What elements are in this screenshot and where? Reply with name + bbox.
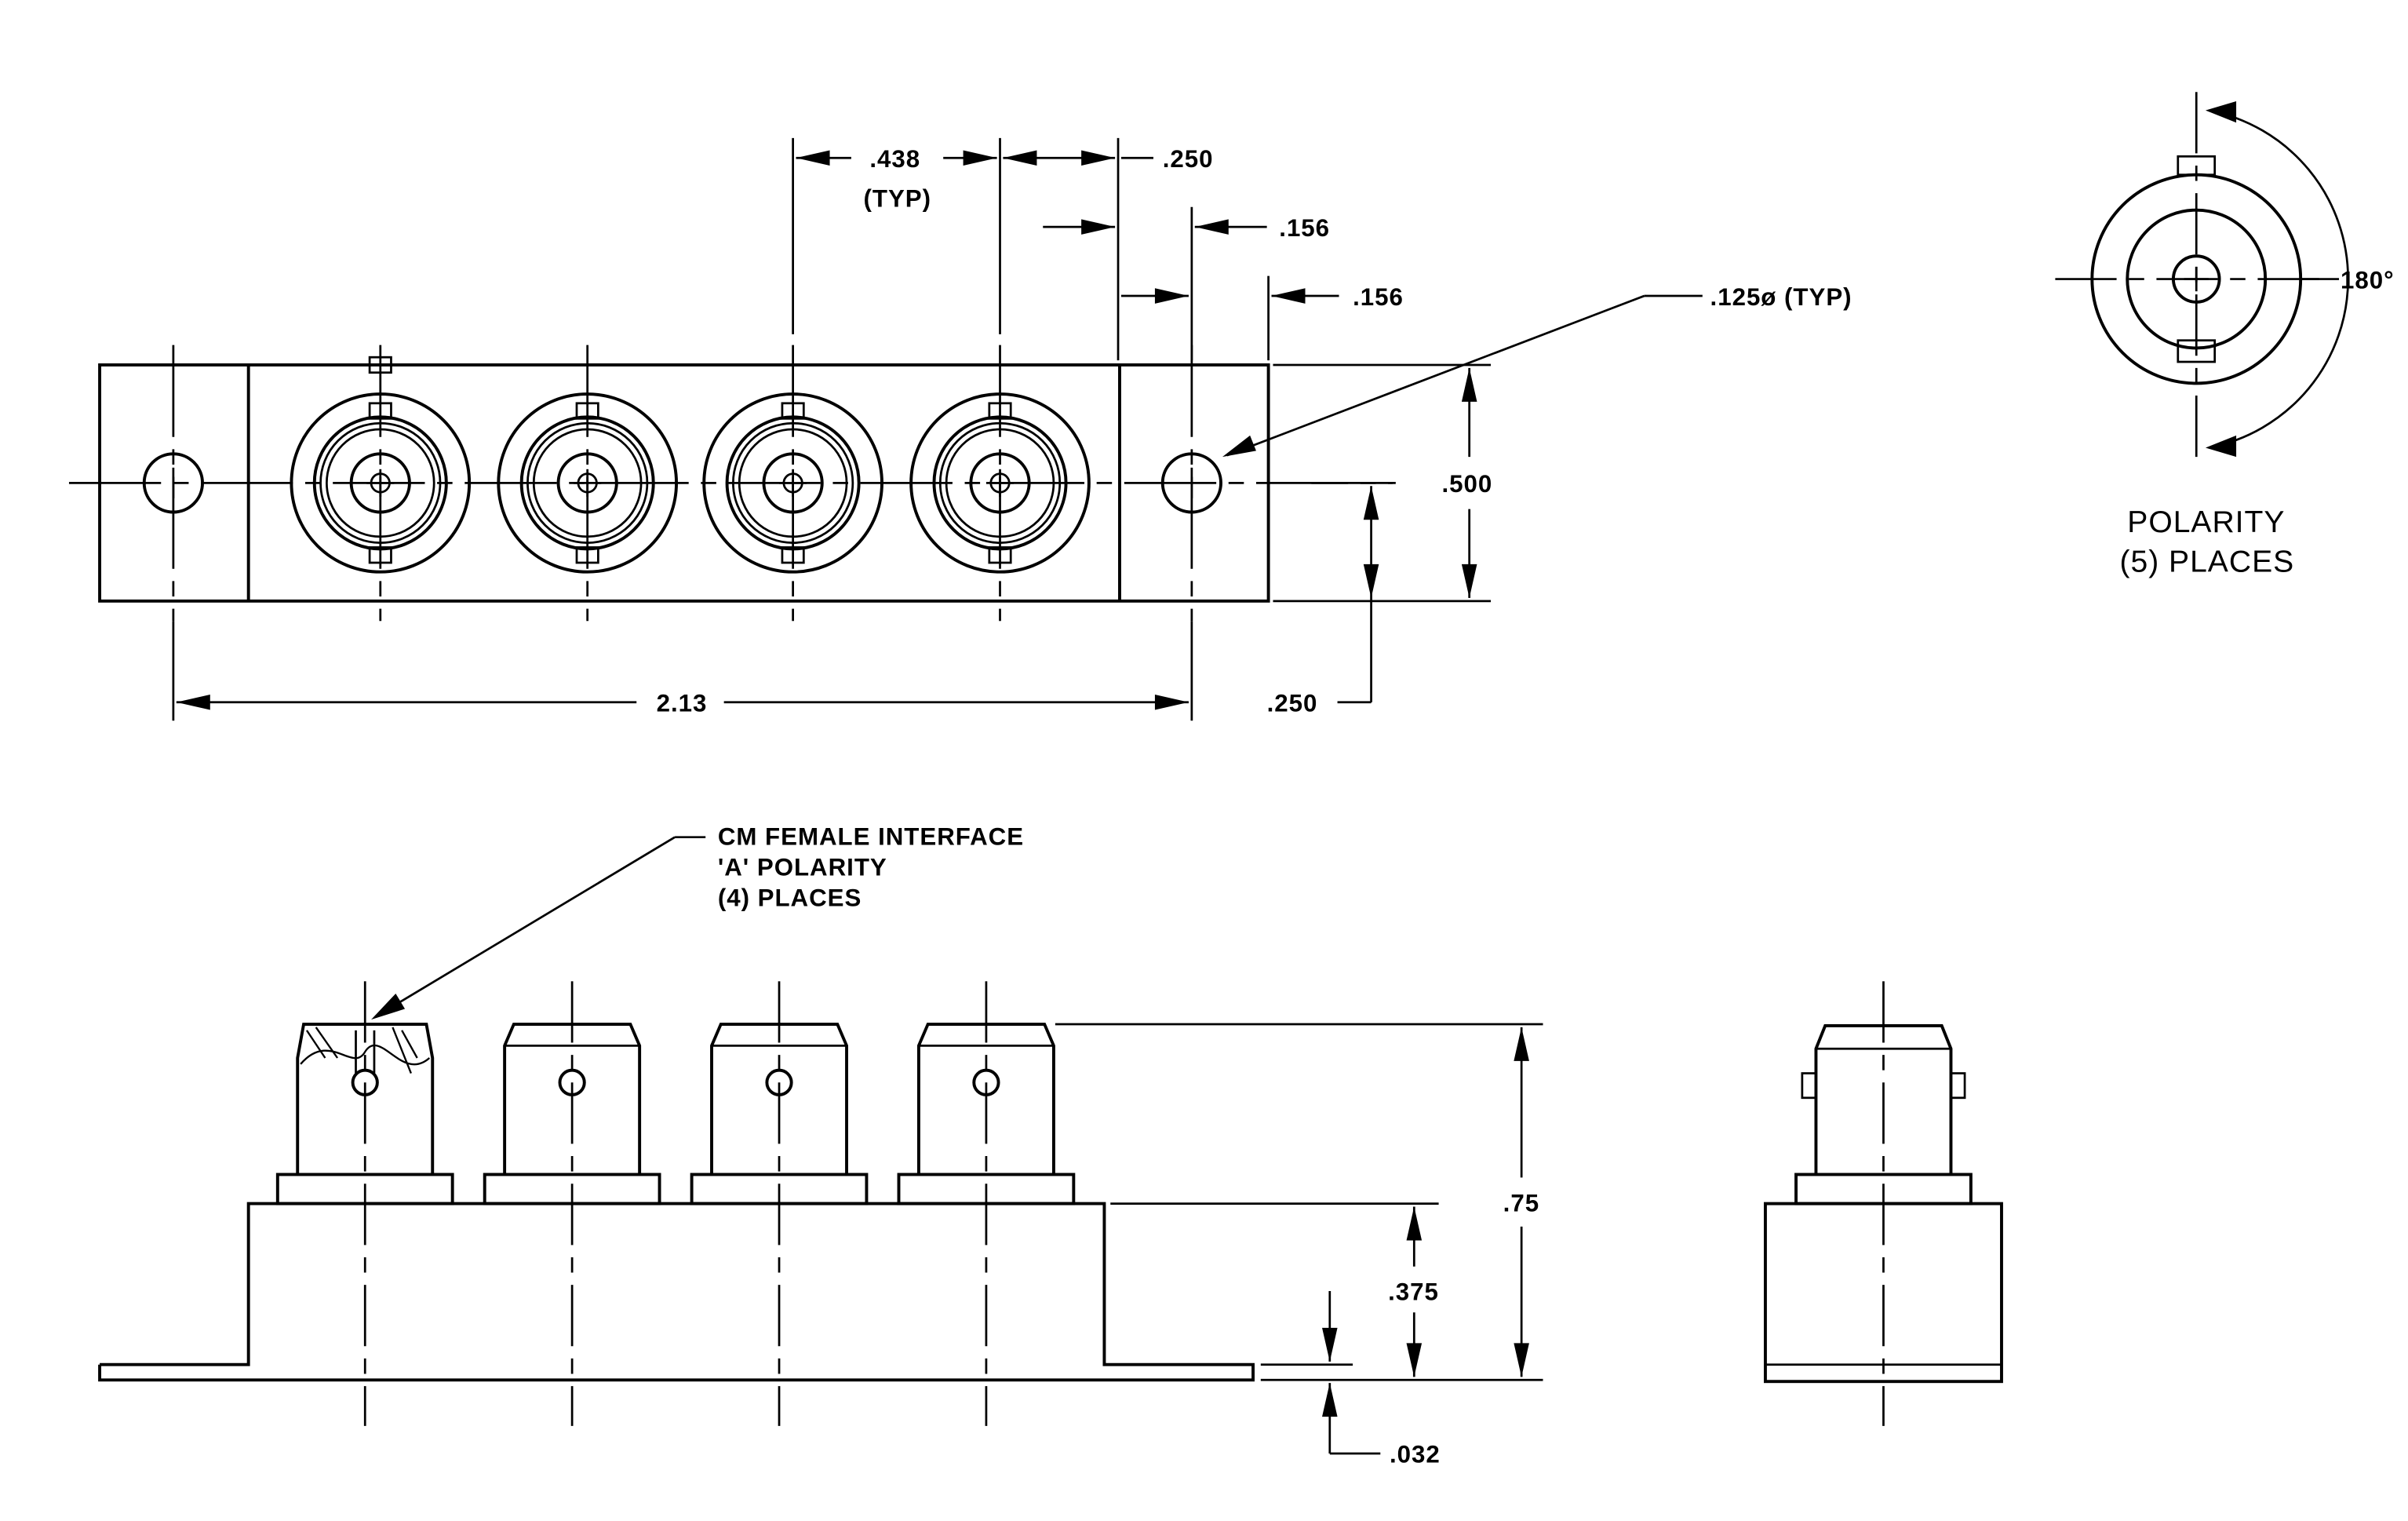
dim-hole-dia: .125ø (TYP) (1222, 283, 1852, 458)
interface-note: CM FEMALE INTERFACE 'A' POLARITY (4) PLA… (371, 823, 1024, 1020)
dim-overall-length-label: 2.13 (657, 689, 708, 717)
dim-hole-offset: .156 (1120, 283, 1404, 311)
dim-hole-dia-label: .125ø (TYP) (1710, 283, 1852, 311)
polarity-angle-label: 180° (2341, 266, 2395, 294)
front-extension-lines (1055, 1023, 1543, 1381)
polarity-arc (2208, 109, 2349, 449)
interface-note-line2: 'A' POLARITY (718, 854, 887, 881)
top-vertical-centerlines (172, 345, 1193, 622)
dim-body-height: .375 (1388, 1206, 1439, 1377)
dim-plate-height: .500 (1441, 367, 1492, 598)
dim-overall-length: 2.13 (176, 689, 1189, 717)
dim-body-height-label: .375 (1388, 1278, 1439, 1306)
dim-overall-height: .75 (1503, 1027, 1539, 1377)
front-centerlines (363, 981, 988, 1426)
dim-hole-offset-label: .156 (1353, 283, 1404, 311)
dim-hole-center-height-label: .250 (1267, 689, 1318, 717)
dim-edge-to-plate-label: .250 (1163, 145, 1214, 173)
top-view: .438 (TYP) .250 .156 .156 (68, 137, 1852, 721)
dim-flange-thickness-label: .032 (1390, 1441, 1441, 1468)
dim-flange-thickness: .032 (1322, 1290, 1441, 1468)
dim-plate-offset-label: .156 (1279, 214, 1330, 242)
front-body (98, 1202, 1255, 1382)
polarity-view: 180° POLARITY (5) PLACES (2055, 92, 2395, 579)
side-view (1763, 981, 2003, 1426)
polarity-places: (5) PLACES (2120, 545, 2295, 579)
top-extension-lines (172, 137, 1492, 721)
interface-note-line3: (4) PLACES (718, 885, 862, 912)
dim-hole-center-height: .250 (1267, 486, 1379, 717)
dim-overall-height-label: .75 (1503, 1189, 1539, 1216)
dim-pitch-label: .438 (869, 145, 920, 173)
interface-note-line1: CM FEMALE INTERFACE (718, 823, 1024, 850)
dim-pitch: .438 (TYP) (796, 145, 997, 213)
dim-edge-to-plate: .250 (1003, 145, 1214, 173)
dim-plate-height-label: .500 (1441, 470, 1492, 498)
polarity-title: POLARITY (2127, 505, 2285, 539)
front-view: .75 .375 .032 CM FEMALE INTERFACE 'A' PO… (98, 823, 1543, 1468)
dim-pitch-typ: (TYP) (864, 185, 932, 213)
dim-plate-offset: .156 (1043, 214, 1330, 242)
